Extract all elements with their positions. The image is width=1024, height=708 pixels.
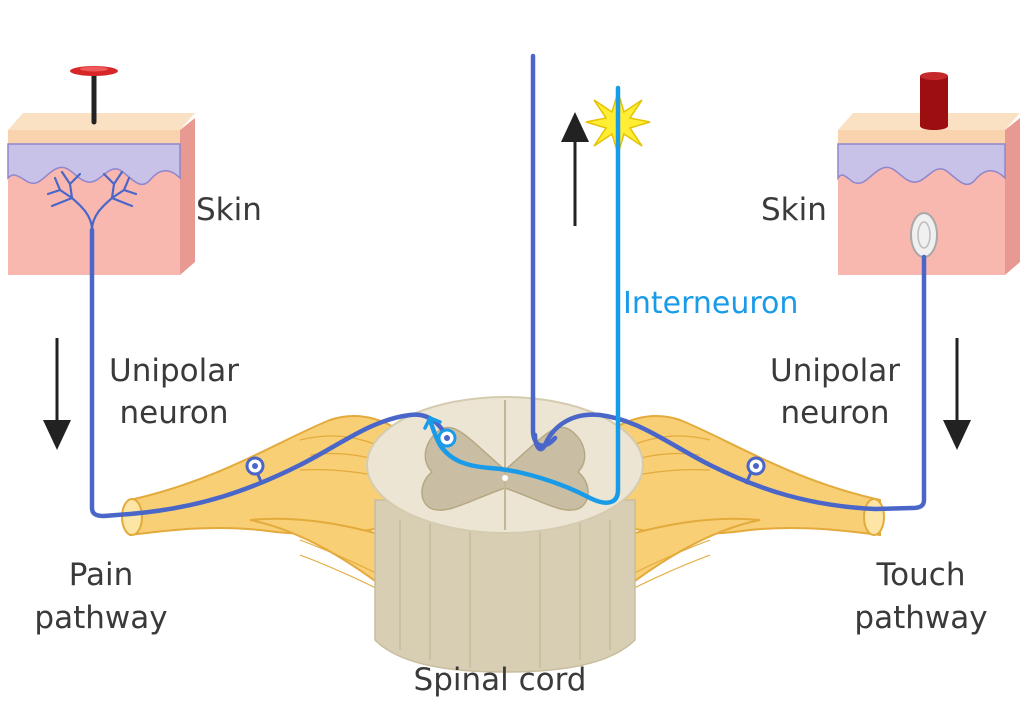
left-cell-nucleus — [252, 463, 258, 469]
interneuron-path — [427, 85, 621, 505]
nerve-roots — [121, 415, 885, 603]
skin-block-right — [837, 113, 1020, 275]
skin-left-top-face — [8, 113, 195, 130]
touch-receptor — [910, 212, 938, 258]
spinal-cord-striations — [399, 520, 611, 668]
touch-pathway-label-line2: pathway — [854, 600, 987, 636]
pain-pathway-label-line1: Pain — [69, 557, 134, 593]
unipolar-left-label-line2: neuron — [119, 395, 228, 431]
spinal-cord-column — [374, 499, 636, 673]
right-nerve-end — [863, 498, 885, 536]
skin-block-left — [7, 113, 195, 275]
unipolar-right-label-line2: neuron — [780, 395, 889, 431]
unipolar-neuron-left — [89, 227, 451, 519]
skin-right-label: Skin — [761, 192, 827, 228]
touch-pathway-label-line1: Touch — [876, 557, 966, 593]
weight-stimulus-icon — [920, 72, 948, 130]
ascending-neuron — [530, 53, 558, 448]
interneuron-label: Interneuron — [623, 286, 798, 321]
arrow-up-icon — [561, 112, 589, 226]
arrow-down-left-icon — [43, 338, 71, 450]
unipolar-right-label-line1: Unipolar — [770, 353, 900, 389]
right-cell-nucleus — [753, 463, 759, 469]
interneuron-nucleus — [444, 435, 450, 441]
free-nerve-endings — [46, 170, 138, 232]
pin-stimulus-icon — [70, 66, 118, 125]
arrow-down-right-icon — [943, 338, 971, 450]
pain-pathway-label-line2: pathway — [34, 600, 167, 636]
touch-receptor-core — [917, 221, 931, 249]
spinal-cord-label: Spinal cord — [414, 662, 587, 698]
skin-left-blue-layer — [7, 143, 181, 186]
skin-right-epidermis — [838, 130, 1005, 144]
spinal-cord — [366, 396, 644, 673]
skin-right-side — [1005, 118, 1020, 275]
skin-left-epidermis — [8, 130, 180, 144]
interneuron-terminal — [423, 415, 442, 430]
skin-right-blue-layer — [837, 143, 1006, 186]
left-nerve-end — [121, 498, 143, 536]
skin-left-label: Skin — [196, 192, 262, 228]
unipolar-left-label-line1: Unipolar — [109, 353, 239, 389]
skin-left-side — [180, 118, 195, 275]
central-canal — [502, 475, 508, 481]
